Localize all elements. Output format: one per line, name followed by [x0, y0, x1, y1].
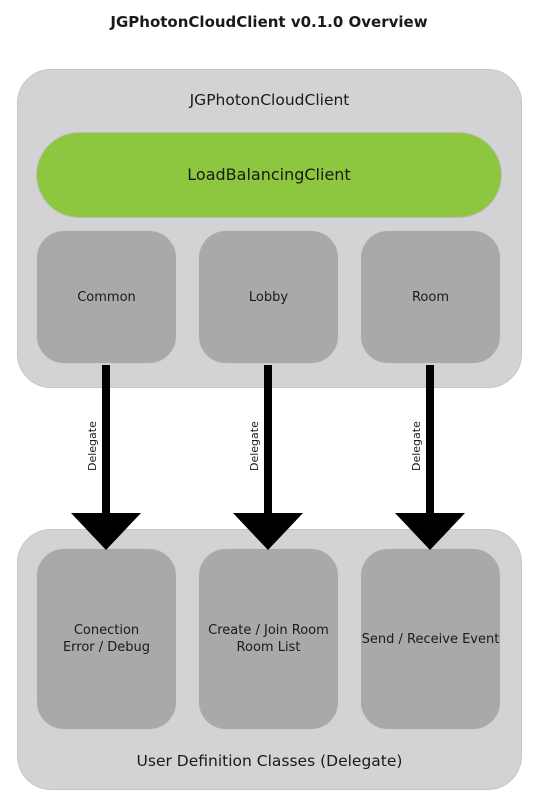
user-classes-panel-label: User Definition Classes (Delegate) [136, 752, 403, 770]
module-room-label: Room [411, 289, 450, 305]
client-panel-label: JGPhotonCloudClient [189, 91, 350, 109]
delegate-arrow-common [71, 365, 141, 550]
module-lobby: Lobby [198, 230, 339, 364]
class-events: Send / Receive Event [360, 548, 501, 730]
class-room-management-line1: Create / Join Room [208, 623, 329, 638]
class-connection-line2: Error / Debug [62, 640, 151, 655]
module-lobby-label: Lobby [248, 289, 289, 305]
class-room-management: Create / Join Room Room List [198, 548, 339, 730]
delegate-label-lobby: Delegate [248, 421, 261, 471]
class-connection-line1: Conection [73, 623, 140, 638]
delegate-label-room: Delegate [410, 421, 423, 471]
delegate-arrow-lobby [233, 365, 303, 550]
class-events-line1: Send / Receive Event [361, 631, 500, 647]
module-common: Common [36, 230, 177, 364]
delegate-arrow-room [395, 365, 465, 550]
module-common-label: Common [77, 289, 136, 305]
class-connection: Conection Error / Debug [36, 548, 177, 730]
diagram-title: JGPhotonCloudClient v0.1.0 Overview [110, 13, 428, 31]
class-room-management-line2: Room List [236, 640, 301, 655]
delegate-label-common: Delegate [86, 421, 99, 471]
module-room: Room [360, 230, 501, 364]
load-balancing-client-box: LoadBalancingClient [36, 132, 502, 218]
